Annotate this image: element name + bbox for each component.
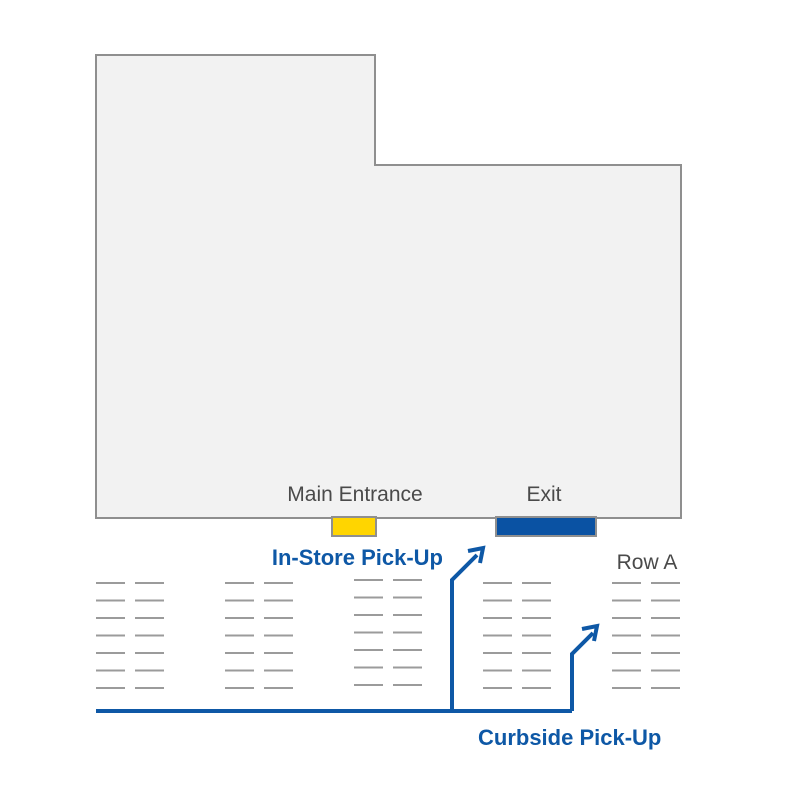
parking-lot [96, 579, 680, 689]
arrow-up-icon [467, 545, 486, 564]
main-entrance-marker [331, 516, 377, 537]
main-entrance-label: Main Entrance [287, 483, 422, 506]
exit-label: Exit [526, 483, 561, 506]
arrow-up-icon [581, 623, 600, 642]
exit-marker [495, 516, 597, 537]
in-store-route-path [450, 553, 479, 711]
store-building [95, 54, 682, 519]
curbside-route-path [570, 631, 595, 711]
in-store-pickup-label: In-Store Pick-Up [272, 545, 443, 570]
row-a-label: Row A [617, 551, 678, 574]
curbside-pickup-label: Curbside Pick-Up [478, 725, 661, 750]
